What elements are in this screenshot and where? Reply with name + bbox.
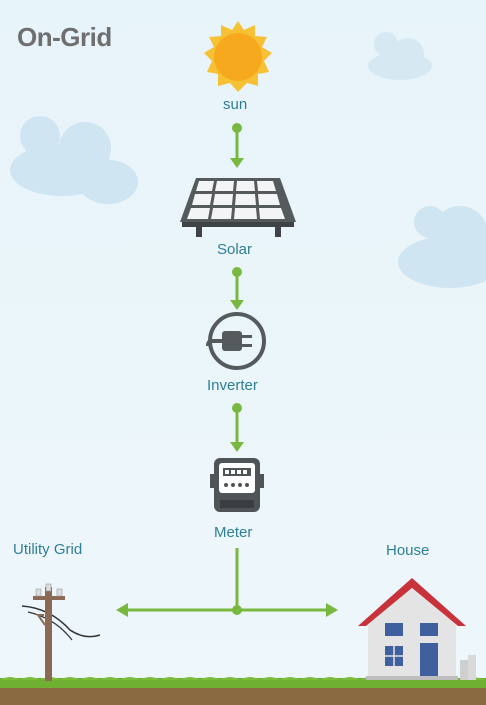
cloud-icon xyxy=(10,116,138,204)
diagram-title: On-Grid xyxy=(17,22,112,52)
node-label-meter: Meter xyxy=(214,524,253,541)
node-label-sun: sun xyxy=(223,96,248,113)
cloud-icon xyxy=(368,32,432,80)
ground xyxy=(0,677,486,705)
node-label-utility-grid: Utility Grid xyxy=(13,541,83,558)
node-label-house: House xyxy=(386,542,430,559)
node-label-solar: Solar xyxy=(217,241,253,258)
connector-meter-split xyxy=(116,548,338,617)
cloud-icon xyxy=(398,206,486,288)
connector-sun-solar xyxy=(230,123,244,168)
node-label-inverter: Inverter xyxy=(207,377,258,394)
connector-inverter-meter xyxy=(230,403,244,452)
connector-solar-inverter xyxy=(230,267,244,310)
